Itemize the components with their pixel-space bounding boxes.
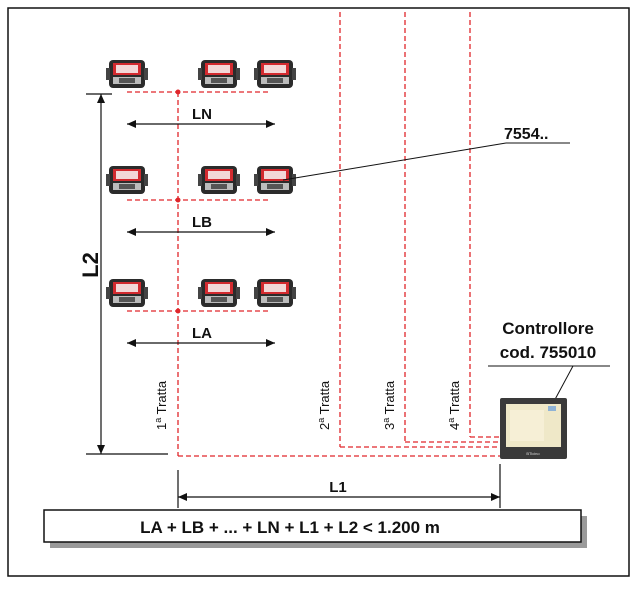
device-row-b (106, 166, 296, 194)
tratta-1-label: 1a Tratta (153, 380, 169, 430)
device-icon (198, 166, 240, 194)
tratta-2-label: 2a Tratta (316, 380, 332, 430)
l2-label: L2 (78, 252, 103, 278)
device-row-n (106, 60, 296, 88)
controller-label-line2: cod. 755010 (500, 343, 596, 362)
device-icon (254, 279, 296, 307)
device-icon (106, 166, 148, 194)
controller-screen-panel (510, 410, 544, 441)
device-icon (106, 279, 148, 307)
controller-device: BTicino (500, 398, 567, 459)
tratta-3-label: 3a Tratta (381, 380, 397, 430)
device-icon (198, 279, 240, 307)
junction-dots (175, 89, 181, 314)
junction-dot (175, 197, 181, 203)
lb-label: LB (192, 214, 212, 231)
tratta-4-label: 4a Tratta (446, 380, 462, 430)
controller-label-line1: Controllore (502, 319, 594, 338)
dimension-lines (86, 93, 501, 508)
device-row-a (106, 279, 296, 307)
device-icon (106, 60, 148, 88)
ln-label: LN (192, 106, 212, 123)
controller-brand-text: BTicino (526, 451, 540, 456)
device-icon (254, 166, 296, 194)
junction-dot (175, 89, 181, 95)
formula-box (43, 509, 582, 543)
device-icon (198, 60, 240, 88)
junction-dot (175, 308, 181, 314)
device-code-label: 7554.. (504, 126, 548, 143)
controller-status-led (548, 406, 556, 411)
device-callout-line (282, 142, 507, 181)
formula-text: LA + LB + ... + LN + L1 + L2 < 1.200 m (140, 518, 440, 537)
la-label: LA (192, 325, 212, 342)
device-icon (254, 60, 296, 88)
l1-label: L1 (329, 479, 347, 496)
bus-wiring (127, 12, 500, 457)
